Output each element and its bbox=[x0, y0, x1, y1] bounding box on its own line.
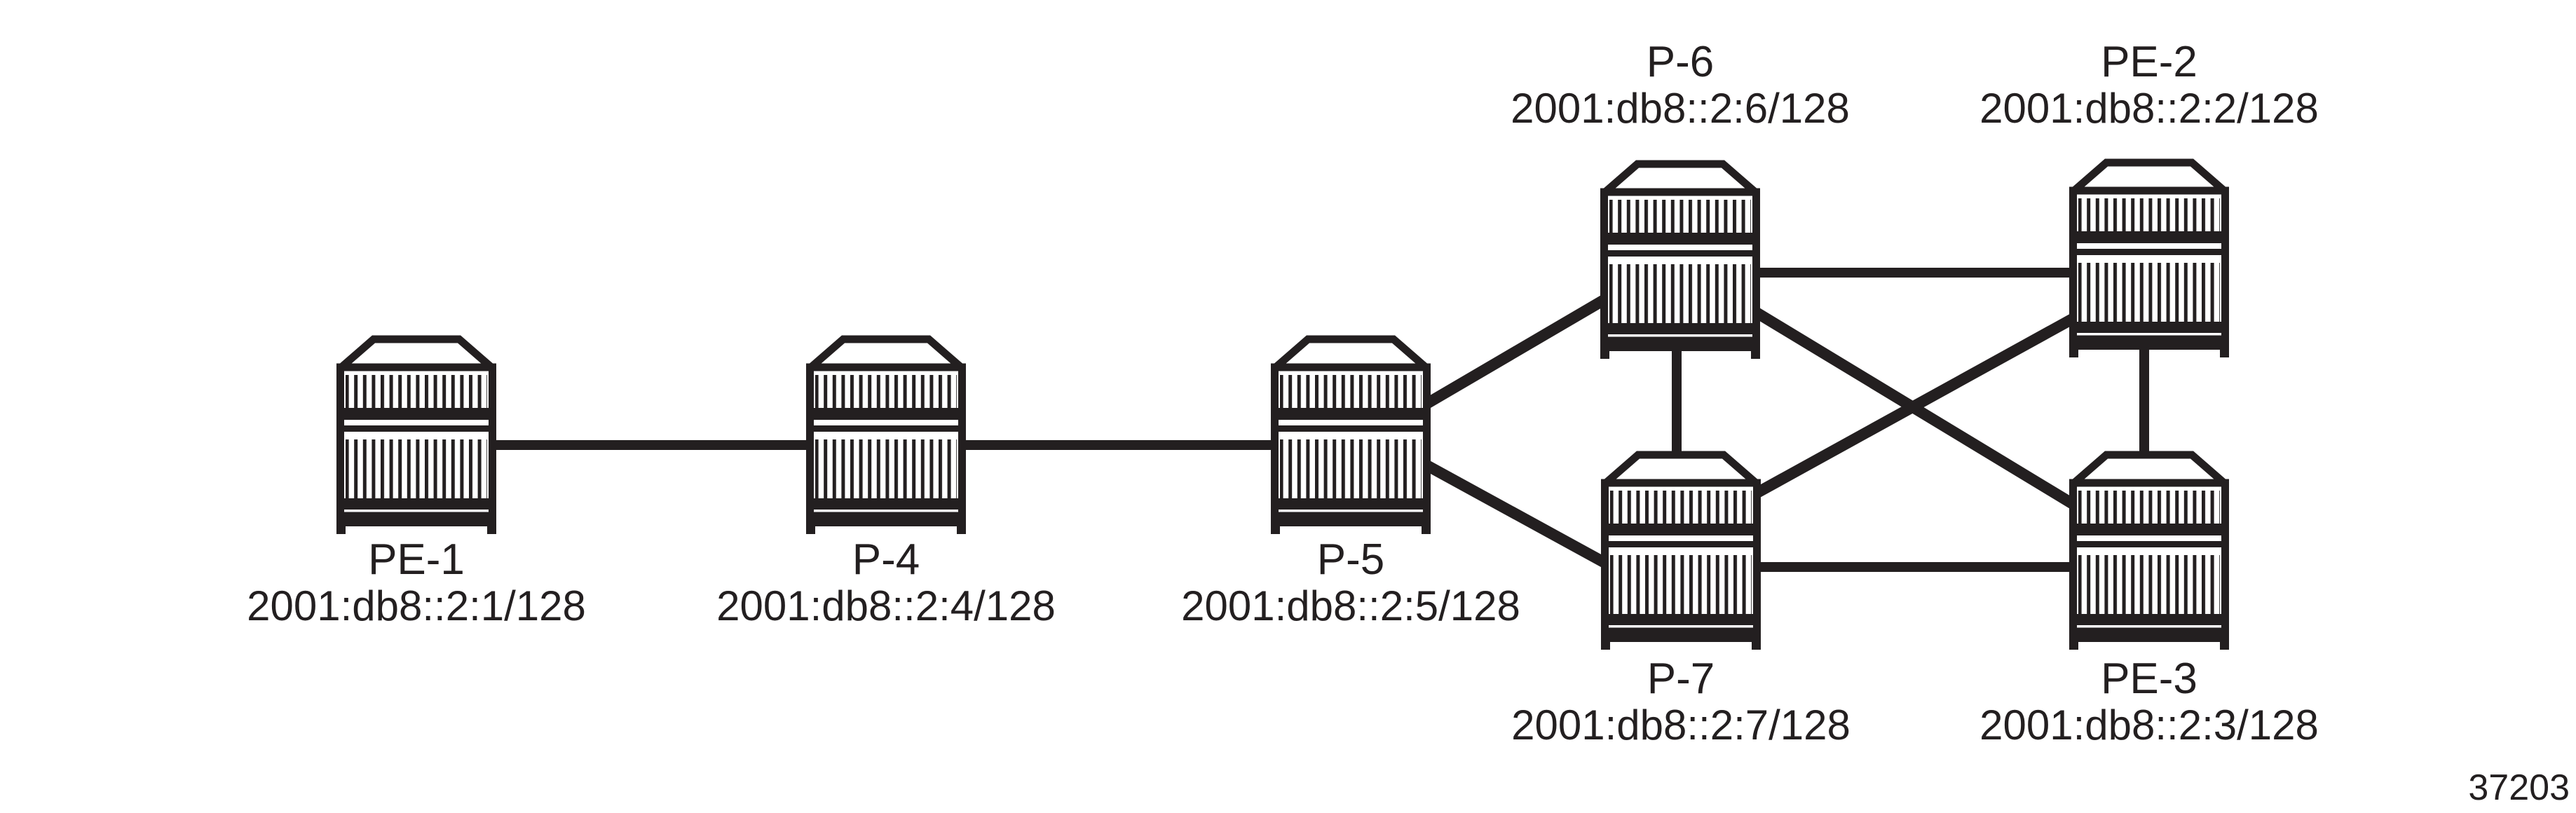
figure-number: 37203 bbox=[2468, 767, 2570, 808]
node-address: 2001:db8::2:2/128 bbox=[1979, 85, 2319, 132]
router-icon bbox=[806, 335, 966, 534]
router-icon bbox=[1601, 451, 1761, 650]
link-p-5-p-6 bbox=[1421, 292, 1612, 410]
node-address: 2001:db8::2:7/128 bbox=[1511, 702, 1851, 749]
router-pe-3 bbox=[2069, 451, 2229, 650]
router-icon bbox=[2069, 158, 2229, 357]
node-name: P-6 bbox=[1646, 38, 1715, 86]
node-name: PE-1 bbox=[368, 535, 465, 584]
node-address: 2001:db8::2:5/128 bbox=[1181, 582, 1520, 629]
router-p-4 bbox=[806, 335, 966, 534]
node-label-pe-2: PE-2 2001:db8::2:2/128 bbox=[1932, 39, 2366, 132]
node-address: 2001:db8::2:1/128 bbox=[247, 582, 586, 629]
node-name: P-5 bbox=[1316, 535, 1385, 584]
node-address: 2001:db8::2:4/128 bbox=[716, 582, 1056, 629]
link-p-7-pe-2 bbox=[1747, 311, 2079, 503]
router-p-5 bbox=[1271, 335, 1431, 534]
router-icon bbox=[336, 335, 496, 534]
router-p-7 bbox=[1601, 451, 1761, 650]
node-label-pe-3: PE-3 2001:db8::2:3/128 bbox=[1932, 656, 2366, 749]
router-pe-1 bbox=[336, 335, 496, 534]
node-label-p-4: P-4 2001:db8::2:4/128 bbox=[669, 537, 1103, 629]
link-p-5-p-7 bbox=[1422, 458, 1611, 571]
node-label-p-7: P-7 2001:db8::2:7/128 bbox=[1464, 656, 1898, 749]
router-icon bbox=[2069, 451, 2229, 650]
node-address: 2001:db8::2:6/128 bbox=[1511, 85, 1850, 132]
node-label-pe-1: PE-1 2001:db8::2:1/128 bbox=[199, 537, 634, 629]
node-name: PE-2 bbox=[2101, 38, 2197, 86]
router-pe-2 bbox=[2069, 158, 2229, 357]
node-name: P-4 bbox=[852, 535, 920, 584]
node-address: 2001:db8::2:3/128 bbox=[1979, 702, 2319, 749]
node-label-p-5: P-5 2001:db8::2:5/128 bbox=[1133, 537, 1568, 629]
node-name: P-7 bbox=[1647, 655, 1715, 703]
router-icon bbox=[1271, 335, 1431, 534]
router-icon bbox=[1600, 160, 1760, 359]
router-p-6 bbox=[1600, 160, 1760, 359]
node-label-p-6: P-6 2001:db8::2:6/128 bbox=[1463, 39, 1897, 132]
node-name: PE-3 bbox=[2101, 655, 2197, 703]
